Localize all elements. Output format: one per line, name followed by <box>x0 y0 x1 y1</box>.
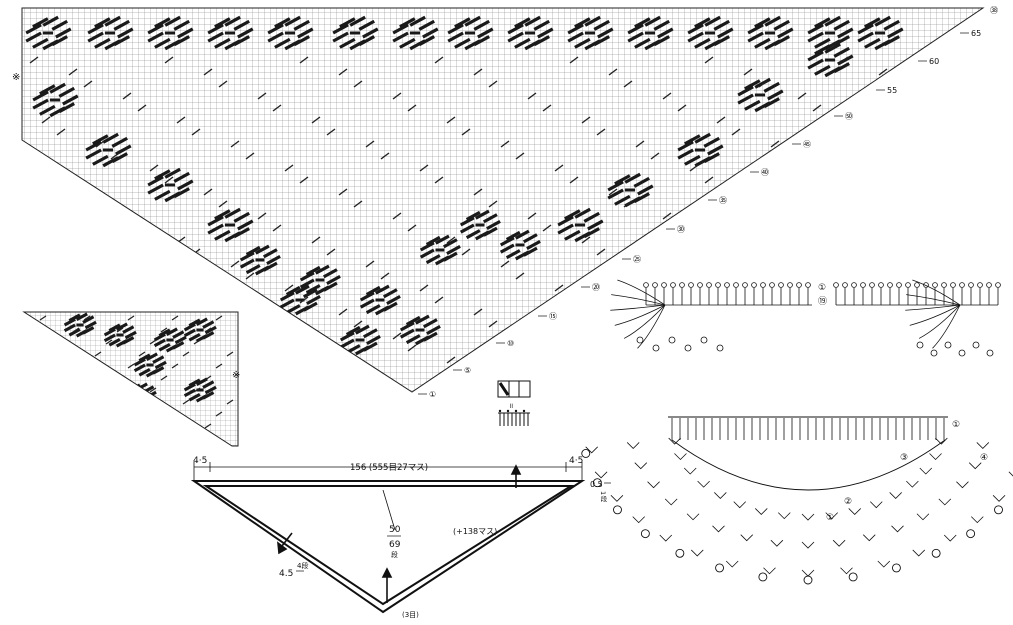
edge-top-row1: ① <box>818 283 826 293</box>
main-chart-marker: ※ <box>12 72 20 83</box>
main-motif <box>737 77 784 113</box>
edge-bottom-r4: ④ <box>980 453 988 463</box>
small-motif <box>133 352 167 378</box>
row-number: ⑩ <box>507 339 514 348</box>
row-number: ㉟ <box>719 196 727 205</box>
main-top-motif <box>747 15 794 51</box>
schematic-top-left: 4·5 <box>193 456 207 466</box>
main-motif <box>677 132 724 168</box>
main-top-motif <box>857 15 904 51</box>
schematic-right-value: 0.5 <box>590 480 603 489</box>
main-top-motif <box>332 15 379 51</box>
small-chart: ※ <box>22 311 240 447</box>
schematic-top-right: 4·5 <box>569 456 583 466</box>
schematic-left-value: 4.5 <box>279 569 293 579</box>
main-top-motif <box>207 15 254 51</box>
edge-bottom-r5: ① <box>952 420 960 430</box>
main-top-motif <box>447 15 494 51</box>
edge-bottom-r2: ② <box>844 497 852 507</box>
edge-bottom-r3: ③ <box>900 453 908 463</box>
schematic-width: 156 (555目27マス) <box>350 463 428 473</box>
symbol-key: ॥ <box>497 380 531 426</box>
row-number: ⑤ <box>464 366 471 375</box>
row-number: 65 <box>971 29 981 38</box>
main-top-motif <box>627 15 674 51</box>
edge-chart-top: ① ⑲ <box>610 279 1001 357</box>
edge-top-row19: ⑲ <box>818 296 827 307</box>
main-center-motif <box>279 284 321 316</box>
row-number: ⑮ <box>549 312 557 321</box>
schematic-side-note: (+138マス) <box>453 527 497 536</box>
symbol-key-equals: ॥ <box>509 402 513 410</box>
small-motif <box>103 322 137 348</box>
main-motif <box>807 42 854 78</box>
row-number: 55 <box>887 86 897 95</box>
row-number: ⑳ <box>592 283 600 292</box>
main-center-motif <box>339 324 381 356</box>
main-motif <box>32 82 79 118</box>
row-number: 60 <box>929 57 939 66</box>
shawl-schematic: 4·5 156 (555目27マス) 4·5 0.5 1段 50 69 段 (+… <box>190 456 611 619</box>
schematic-rows: 69 <box>389 540 401 550</box>
main-top-motif <box>147 15 194 51</box>
main-top-motif <box>687 15 734 51</box>
row-number: ㊵ <box>761 168 769 177</box>
main-center-motif <box>359 284 401 316</box>
edge-bottom-r1: ① <box>826 513 834 523</box>
small-motif <box>183 317 217 343</box>
schematic-depth: 50 <box>389 525 401 535</box>
main-top-motif <box>25 15 72 51</box>
schematic-bottom-note: (3目) <box>402 611 419 619</box>
main-top-motif <box>507 15 554 51</box>
row-number: ㊿ <box>845 112 853 121</box>
row-number: ① <box>429 390 436 399</box>
schematic-right-frac: 1段 <box>599 491 607 503</box>
small-motif <box>153 327 187 353</box>
main-center-motif <box>239 244 281 276</box>
main-motif <box>607 172 654 208</box>
main-chart-row-numbers: ① ⑤ ⑩ ⑮ ⑳ ㉕ ㉚ ㉟ ㊵ ㊺ ㊿ 55 60 65 ㊳ <box>418 6 998 399</box>
main-center-motif <box>419 234 461 266</box>
small-chart-motifs <box>39 312 234 429</box>
row-number: ㉕ <box>633 255 641 264</box>
main-motif <box>557 207 604 243</box>
row-number-end: ㊳ <box>990 6 998 15</box>
row-number: ㊺ <box>803 140 811 149</box>
small-motif <box>63 312 97 338</box>
main-top-motif <box>807 15 854 51</box>
main-motif <box>85 132 132 168</box>
main-center-motif <box>499 229 541 261</box>
row-number: ㉚ <box>677 225 685 234</box>
schematic-rows-unit: 段 <box>391 550 398 559</box>
main-center-motif <box>299 264 341 296</box>
schematic-left-frac: 4段 <box>297 561 308 570</box>
main-top-motif <box>567 15 614 51</box>
main-top-motif <box>87 15 134 51</box>
edge-chart-bottom: ① ② ③ ④ ① <box>581 416 1013 585</box>
main-center-motif <box>459 209 501 241</box>
main-motif <box>207 207 254 243</box>
small-chart-marker: ※ <box>232 370 240 381</box>
main-top-motif <box>267 15 314 51</box>
main-center-motif <box>399 314 441 346</box>
main-top-motif <box>392 15 439 51</box>
main-motif <box>147 167 194 203</box>
